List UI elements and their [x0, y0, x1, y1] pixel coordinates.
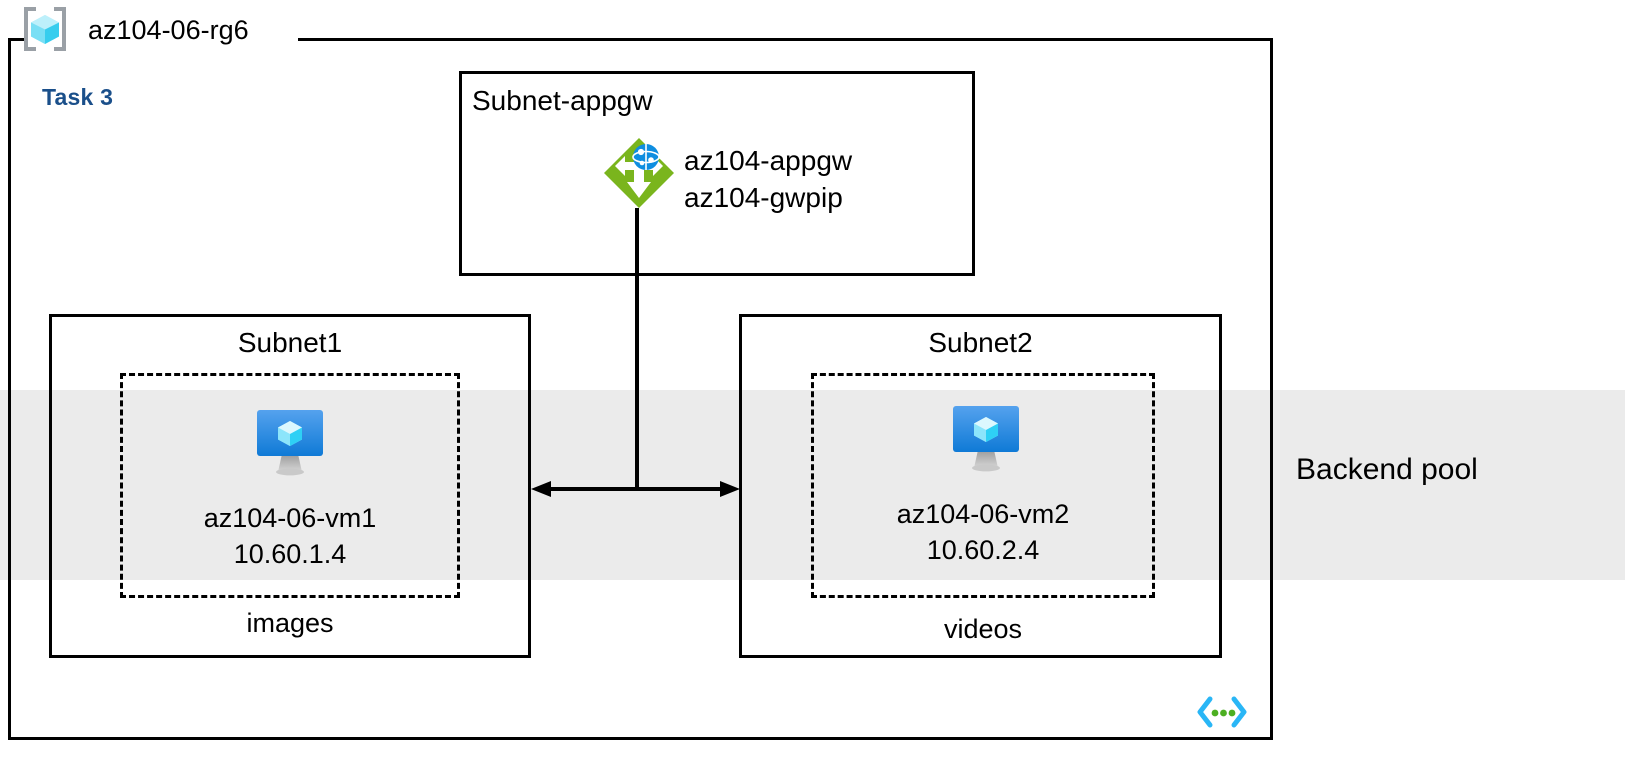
task-label: Task 3	[42, 84, 114, 110]
subnet2-box	[739, 314, 1222, 658]
subnet2-storage-label: videos	[943, 614, 1023, 644]
virtual-machine-icon	[947, 402, 1025, 472]
azure-code-chevron-icon	[1196, 694, 1248, 730]
gwpip-name: az104-gwpip	[684, 182, 843, 213]
vm1-ip: 10.60.1.4	[233, 539, 347, 569]
resource-group-frame	[8, 38, 1273, 740]
vm2-name: az104-06-vm2	[896, 499, 1070, 529]
appgw-resource-names: az104-appgw az104-gwpip	[684, 142, 852, 216]
subnet1-title: Subnet1	[237, 327, 343, 358]
subnet1-vm-group	[120, 373, 460, 598]
subnet2-vm-text: az104-06-vm2 10.60.2.4	[811, 496, 1155, 568]
subnet1-box	[49, 314, 531, 658]
vm1-name: az104-06-vm1	[203, 503, 377, 533]
resource-group-title: az104-06-rg6	[88, 15, 249, 45]
application-gateway-icon	[602, 136, 676, 210]
subnet-appgw-box	[459, 71, 975, 276]
subnet1-vm-text: az104-06-vm1 10.60.1.4	[120, 500, 460, 572]
subnet1-storage-label: images	[246, 608, 334, 638]
resource-group-title-gap	[28, 24, 298, 54]
appgw-name: az104-appgw	[684, 145, 853, 176]
virtual-machine-icon	[251, 406, 329, 476]
backend-pool-label: Backend pool	[1296, 453, 1478, 486]
subnet2-title: Subnet2	[928, 327, 1033, 358]
subnet2-vm-group	[811, 373, 1155, 598]
subnet-appgw-title: Subnet-appgw	[472, 85, 653, 116]
vm2-ip: 10.60.2.4	[926, 535, 1040, 565]
azure-resource-group-icon	[20, 6, 70, 52]
